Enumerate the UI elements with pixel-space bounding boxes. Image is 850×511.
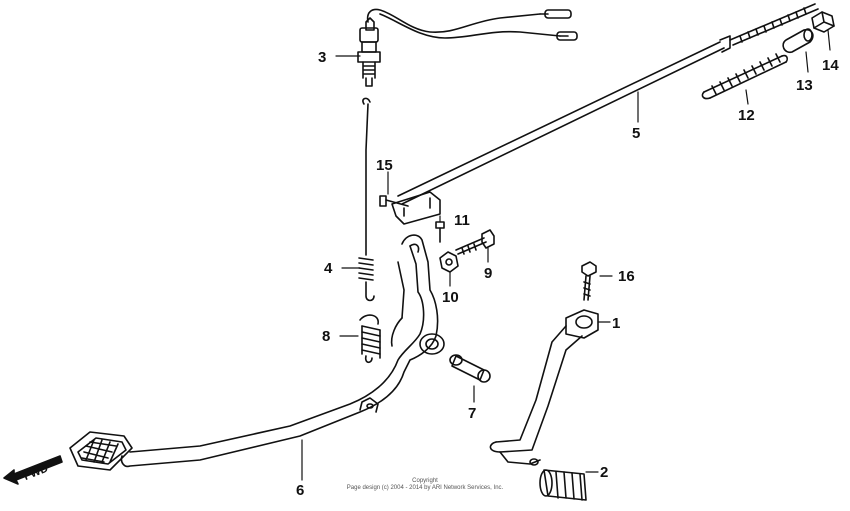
shift-bolt (581, 261, 597, 301)
footer-copyright: Copyright (412, 478, 438, 484)
callout-13: 13 (796, 77, 813, 94)
callout-12: 12 (738, 107, 755, 124)
gearshift-pedal (489, 309, 599, 466)
callout-7: 7 (468, 405, 476, 422)
callout-1: 1 (612, 315, 620, 332)
callout-10: 10 (442, 289, 459, 306)
pivot-bolt (455, 229, 495, 255)
brake-light-switch (357, 8, 578, 87)
callout-4: 4 (324, 260, 333, 277)
return-spring (359, 314, 381, 364)
callout-6: 6 (296, 482, 304, 499)
callout-8: 8 (322, 328, 330, 345)
pivot-nut (439, 251, 459, 273)
callout-3: 3 (318, 49, 326, 66)
brake-pedal (120, 234, 445, 468)
rod-spring (701, 53, 788, 100)
arm-bracket-bolt (379, 191, 441, 225)
shift-rubber (539, 469, 587, 501)
callout-2: 2 (600, 464, 608, 481)
rod-joint (782, 28, 814, 54)
callout-5: 5 (632, 125, 640, 142)
small-bolt (435, 221, 445, 243)
brake-rod (397, 3, 819, 205)
switch-spring (358, 97, 375, 302)
callout-11: 11 (454, 212, 470, 229)
callout-15: 15 (376, 157, 393, 174)
fwd-arrow-icon (3, 455, 63, 485)
footer-credit: Page design (c) 2004 - 2014 by ARI Netwo… (346, 485, 504, 491)
adjusting-nut (811, 11, 835, 33)
pedal-pad (69, 431, 133, 471)
pivot-collar (449, 354, 491, 383)
callout-14: 14 (822, 57, 839, 74)
callout-16: 16 (618, 268, 635, 285)
callout-9: 9 (484, 265, 492, 282)
leader-lines (301, 29, 831, 481)
